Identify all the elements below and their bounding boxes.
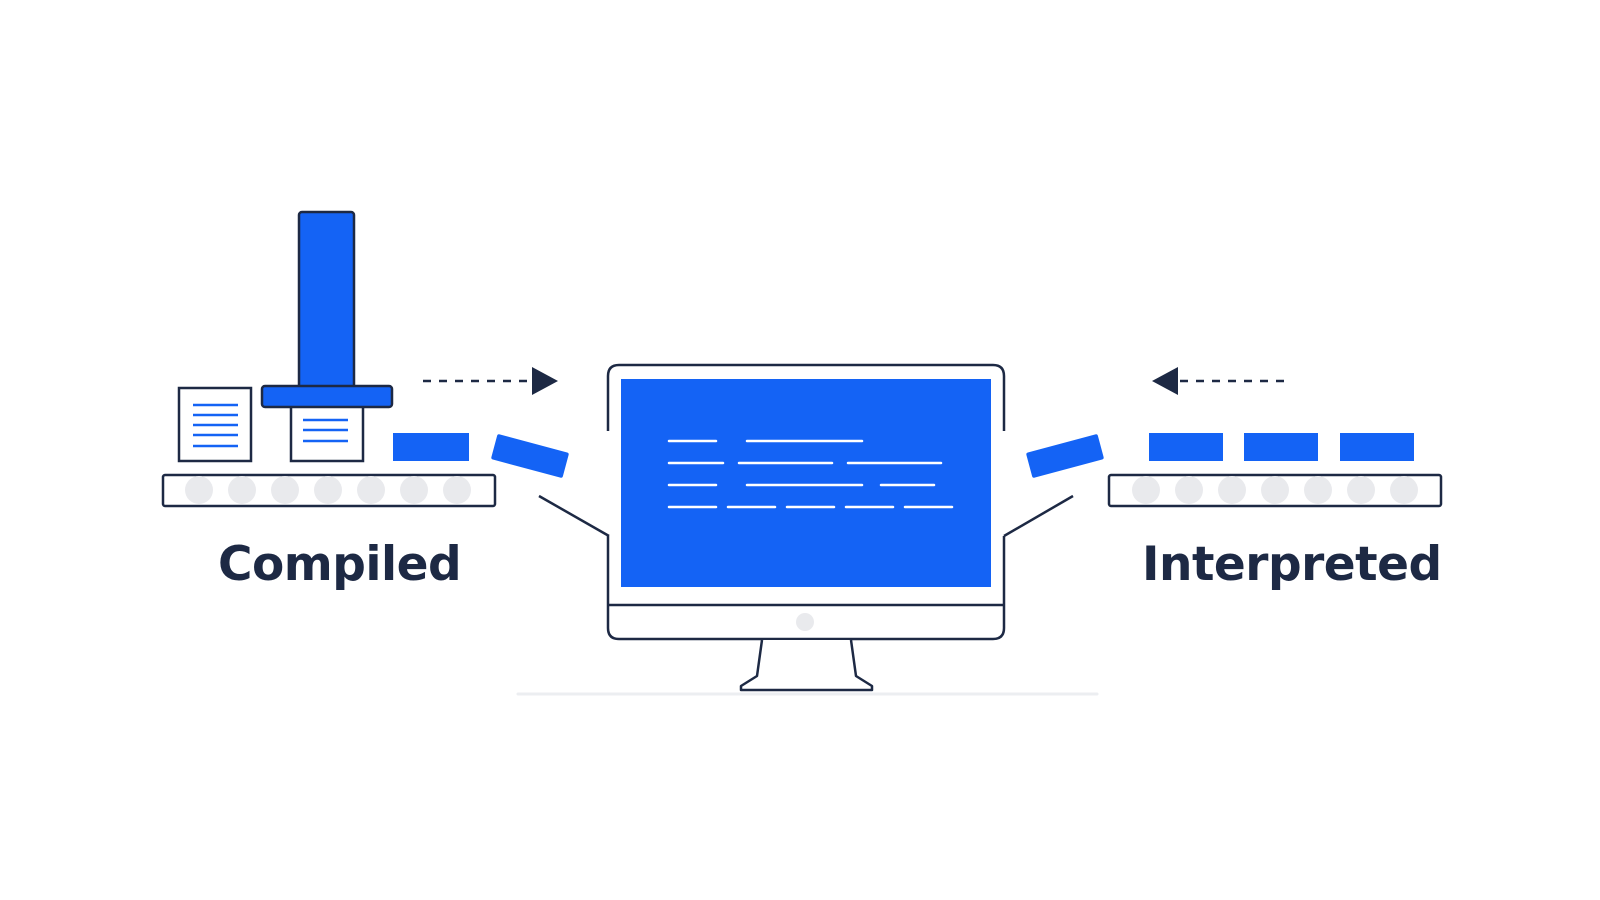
roller — [1175, 476, 1203, 504]
compiled-block-tilted — [491, 434, 569, 478]
arrow-left-icon — [1152, 367, 1288, 395]
press-machine-icon — [260, 210, 394, 409]
compiled-group — [161, 210, 610, 538]
interpreted-label: Interpreted — [1142, 537, 1442, 592]
roller — [1390, 476, 1418, 504]
roller — [1132, 476, 1160, 504]
code-lines — [667, 439, 954, 509]
roller — [443, 476, 471, 504]
compiled-label: Compiled — [218, 537, 462, 592]
roller — [1261, 476, 1289, 504]
monitor-icon — [606, 363, 1006, 692]
source-document-icon — [177, 386, 253, 463]
left-connector-line — [538, 494, 610, 538]
interpreted-block-tilted — [1026, 434, 1104, 478]
arrow-right-icon — [423, 367, 558, 395]
right-connector-line — [1003, 494, 1074, 538]
monitor-screen — [621, 379, 991, 587]
power-button-icon — [796, 613, 814, 631]
right-conveyor-belt — [1107, 473, 1443, 508]
interpreted-block — [1149, 433, 1223, 461]
pressed-document-icon — [289, 402, 365, 463]
left-conveyor-belt — [161, 473, 497, 508]
interpreted-group — [1003, 367, 1443, 538]
interpreted-block — [1244, 433, 1318, 461]
roller — [185, 476, 213, 504]
roller — [271, 476, 299, 504]
roller — [228, 476, 256, 504]
compiled-block — [393, 433, 469, 461]
roller — [400, 476, 428, 504]
interpreted-block — [1340, 433, 1414, 461]
roller — [1304, 476, 1332, 504]
roller — [357, 476, 385, 504]
roller — [314, 476, 342, 504]
roller — [1347, 476, 1375, 504]
monitor-stand — [739, 639, 874, 692]
roller — [1218, 476, 1246, 504]
